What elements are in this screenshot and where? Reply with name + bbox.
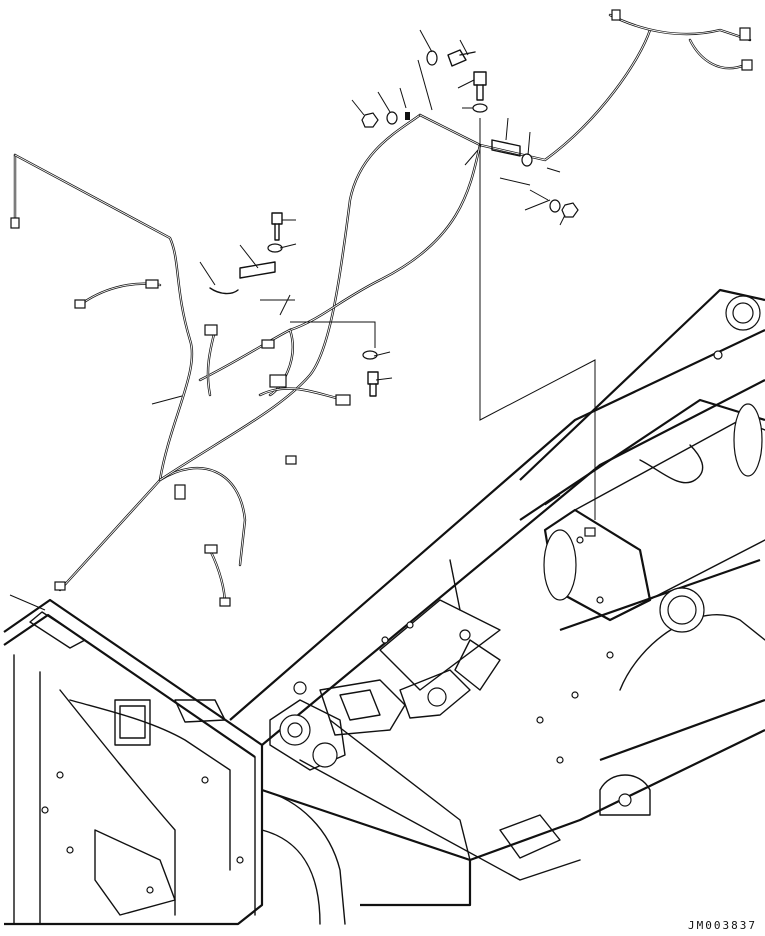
frame xyxy=(3,598,346,926)
drawing-number: JM003837 xyxy=(688,919,757,932)
drive-unit xyxy=(269,629,501,771)
clamp xyxy=(10,9,753,607)
frame xyxy=(229,329,765,907)
main-wiring-harness xyxy=(13,13,752,607)
bracket xyxy=(209,261,276,295)
washer xyxy=(267,50,561,360)
leader-lines xyxy=(9,29,566,611)
cylinder xyxy=(543,403,765,622)
nut xyxy=(361,112,579,218)
boom xyxy=(519,288,765,816)
reference-lines xyxy=(260,59,596,520)
bolt xyxy=(271,49,521,397)
